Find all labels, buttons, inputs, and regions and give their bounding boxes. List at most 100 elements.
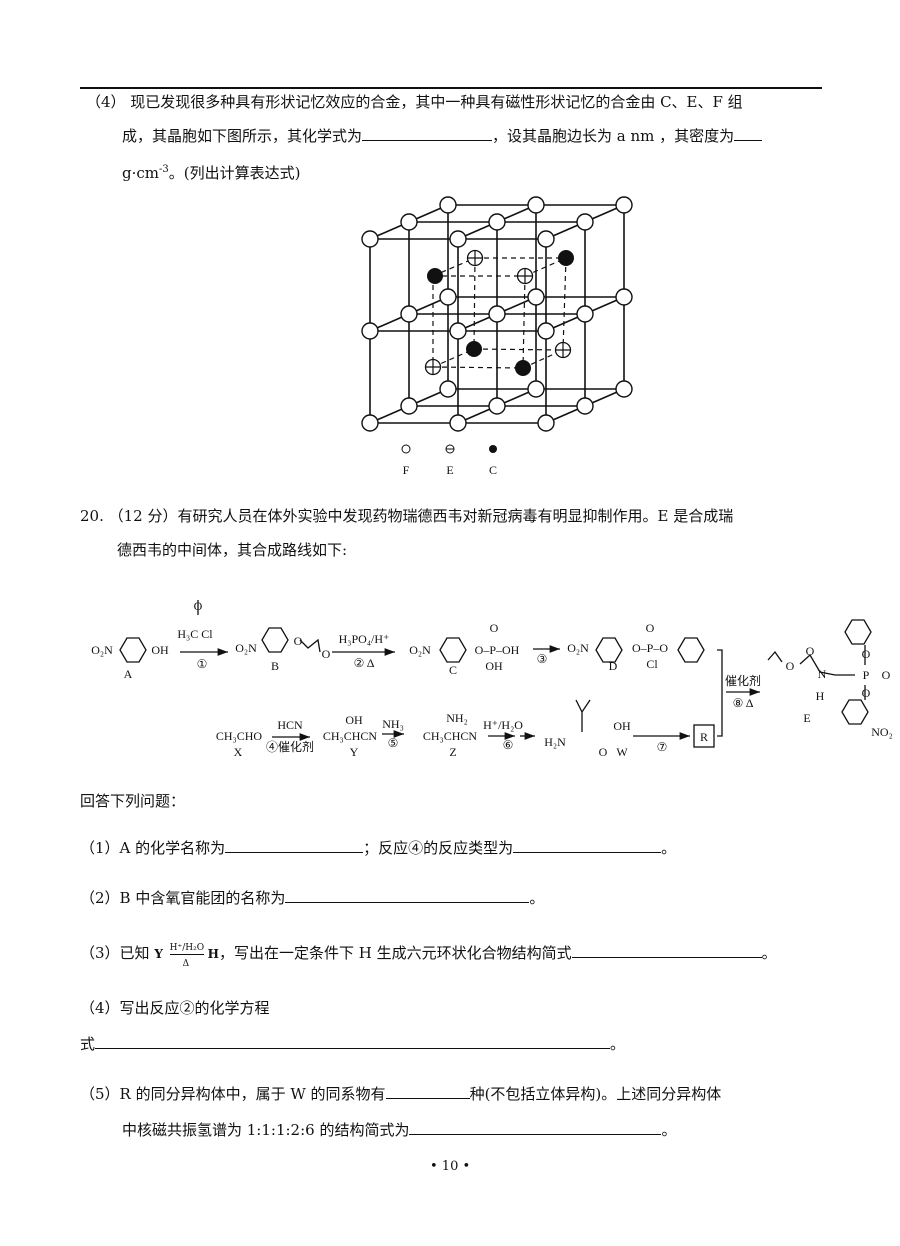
C-hydroxyl: OH xyxy=(485,659,503,673)
text: ，设其晶胞边长为 a nm ，其密度为 xyxy=(492,127,735,145)
F-atom xyxy=(537,230,555,248)
benzene-ring-D2 xyxy=(677,637,705,663)
answer-blank-q4[interactable] xyxy=(95,1034,611,1049)
E-ester-oxygen: O xyxy=(786,659,795,673)
label-C: C xyxy=(449,663,457,677)
answers-header: 回答下列问题： xyxy=(80,792,186,810)
E-atom-cross xyxy=(518,269,532,283)
text: 种(不包括立体异构)。上述同分异构体 xyxy=(469,1085,722,1103)
r5-reagent: NH₃ xyxy=(382,717,404,731)
answer-blank-density[interactable] xyxy=(734,126,763,141)
W-amino: H₂N xyxy=(544,735,566,749)
E-oxygen-top: O xyxy=(862,647,871,661)
r7-step: ⑦ xyxy=(657,740,668,754)
inner-cell-edge xyxy=(473,257,476,350)
R-box xyxy=(693,724,715,748)
F-atom xyxy=(615,380,633,398)
inner-cell-edge xyxy=(562,257,567,351)
C-atom xyxy=(427,268,443,284)
q19-4-line3: g·cm-3。(列出计算表达式) xyxy=(122,160,300,183)
F-atom xyxy=(488,213,506,231)
inner-cell-edge xyxy=(522,275,526,369)
inner-cell-edge xyxy=(432,366,524,369)
F-atom xyxy=(527,196,545,214)
legend-label-F: F xyxy=(403,463,410,477)
r1-reagent: H₃C Cl xyxy=(177,627,213,641)
benzene-ring-D xyxy=(595,637,623,663)
text: 。 xyxy=(761,944,777,962)
label-E: E xyxy=(803,711,810,725)
condition-arrow: H⁺/H₂O Δ xyxy=(168,943,208,969)
E-oxygen-double: O xyxy=(882,668,891,682)
F-atom xyxy=(400,397,418,415)
E-nitrogen: N xyxy=(818,667,827,681)
inner-cell-edge xyxy=(473,348,564,351)
text: ；反应④的反应类型为 xyxy=(363,839,514,857)
legend-C-symbol xyxy=(489,445,497,453)
compound-Y: Y xyxy=(154,947,163,961)
r8-step: ⑧ Δ xyxy=(733,696,754,710)
arrow-condition-bottom: Δ xyxy=(182,959,190,969)
C-atom xyxy=(466,341,482,357)
r6-reagent: H⁺/H₂O xyxy=(483,718,523,732)
label-B: B xyxy=(271,659,279,673)
answer-blank-q3[interactable] xyxy=(571,943,762,958)
A-substituent: O₂N xyxy=(91,643,113,657)
E-atom-cross xyxy=(468,251,482,265)
q20-line2: 德西韦的中间体，其合成路线如下: xyxy=(117,541,348,559)
F-atom xyxy=(439,196,457,214)
r2-reagent: H₃PO₄/H⁺ xyxy=(339,632,390,646)
text: 。 xyxy=(661,839,677,857)
F-atom xyxy=(361,322,379,340)
answer-blank-q1b[interactable] xyxy=(513,838,662,853)
q19-4-line1: （4） 现已发现很多种具有形状记忆效应的合金，其中一种具有磁性形状记忆的合金由 … xyxy=(86,93,743,111)
q20-line1: 20. （12 分）有研究人员在体外实验中发现药物瑞德西韦对新冠病毒有明显抑制作… xyxy=(80,507,734,525)
benzene-ring-B xyxy=(261,627,289,653)
r1-oxygen: O xyxy=(194,599,203,613)
arrow-line xyxy=(169,954,204,955)
F-atom xyxy=(576,213,594,231)
F-atom xyxy=(449,230,467,248)
answer-blank-q2[interactable] xyxy=(285,888,530,903)
text: ，写出在一定条件下 H 生成六元环状化合物结构简式 xyxy=(219,944,572,962)
Z-amino: NH₂ xyxy=(446,711,468,725)
answer-blank-q5b[interactable] xyxy=(409,1120,662,1135)
r4-step: ④催化剂 xyxy=(266,739,314,754)
D-phosphoryl: O–P–O xyxy=(632,641,668,655)
q4-line2: 式。 xyxy=(80,1034,625,1054)
F-atom xyxy=(615,288,633,306)
answer-blank-q5a[interactable] xyxy=(385,1084,470,1099)
C-substituent: O₂N xyxy=(409,643,431,657)
q1-line: （1）A 的化学名称为；反应④的反应类型为。 xyxy=(80,838,676,858)
label-Z: Z xyxy=(449,745,456,759)
F-atom xyxy=(488,397,506,415)
F-atom xyxy=(537,414,555,432)
A-hydroxyl: OH xyxy=(151,643,169,657)
q3-line: （3）已知 Y H⁺/H₂O Δ H，写出在一定条件下 H 生成六元环状化合物结… xyxy=(80,943,777,969)
text: 中核磁共振氢谱为 1:1:1:2:6 的结构简式为 xyxy=(122,1121,410,1139)
text: （3）已知 xyxy=(80,944,155,962)
F-atom xyxy=(400,305,418,323)
text: 。 xyxy=(610,1035,626,1053)
answer-blank-formula[interactable] xyxy=(362,126,493,141)
answer-blank-q1a[interactable] xyxy=(225,838,364,853)
Y-hydroxyl: OH xyxy=(345,713,363,727)
W-carbonyl: O xyxy=(599,745,608,759)
label-W: W xyxy=(616,745,628,759)
F-atom xyxy=(527,380,545,398)
r3-step: ③ xyxy=(537,652,548,666)
C-oxygen: O xyxy=(490,621,499,635)
legend-label-C: C xyxy=(489,463,497,477)
E-carbonyl: O xyxy=(806,644,815,658)
E-atom-cross xyxy=(426,360,440,374)
F-atom xyxy=(439,380,457,398)
F-atom xyxy=(576,305,594,323)
top-rule xyxy=(80,87,822,89)
F-atom xyxy=(527,288,545,306)
page-number: • 10 • xyxy=(430,1159,471,1174)
F-atom xyxy=(361,230,379,248)
W-hydroxyl: OH xyxy=(613,719,631,733)
benzene-ring-A xyxy=(119,637,147,663)
r2-step: ② Δ xyxy=(354,656,375,670)
